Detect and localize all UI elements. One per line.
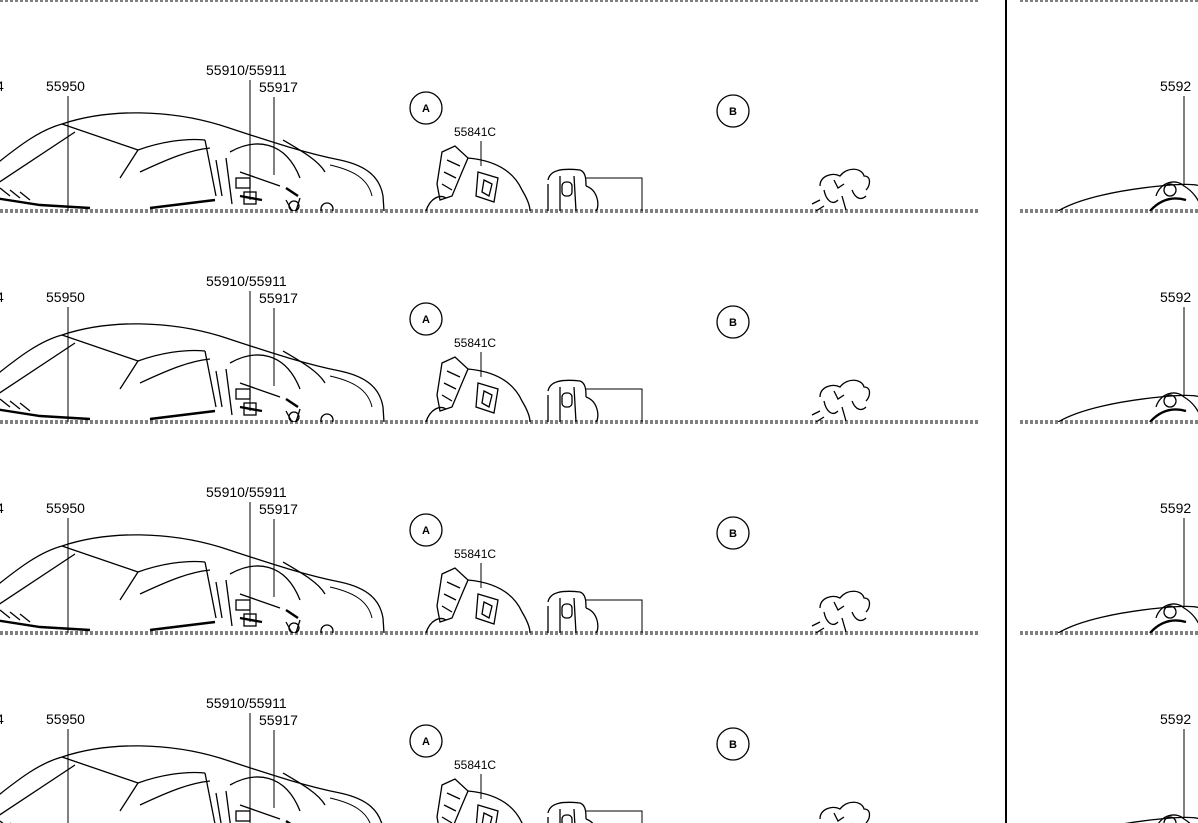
car-body-outline: [0, 323, 385, 422]
right-car-fragment: [1124, 814, 1198, 823]
part-label-right-fragment: 5592: [1160, 711, 1191, 727]
part-label-55950: 55950: [46, 500, 85, 516]
part-label-55917: 55917: [259, 501, 298, 517]
callout-a: A: [409, 724, 443, 758]
svg-text:B: B: [729, 106, 737, 118]
svg-text:A: A: [422, 525, 430, 537]
part-label-55910-55911: 55910/55911: [206, 695, 287, 711]
part-label-55950: 55950: [46, 78, 85, 94]
svg-text:B: B: [729, 528, 737, 540]
callout-a: A: [409, 513, 443, 547]
diagram-strip-repeat: 4 55950 55910/55911 55917: [0, 422, 1198, 633]
part-label-55910-55911: 55910/55911: [206, 273, 287, 289]
diagram-strip-repeat: 4 55950 55910/55911 55917: [0, 633, 1198, 823]
part-label-55841c: 55841C: [454, 336, 496, 350]
part-label-left-edge: 4: [0, 500, 4, 516]
part-label-55917: 55917: [259, 712, 298, 728]
callout-a: A: [409, 91, 443, 125]
right-car-fragment: [1057, 181, 1198, 211]
part-label-left-edge: 4: [0, 711, 4, 727]
callout-b: B: [716, 305, 750, 339]
diagram-strip: 4 55950 55910/55911 55917: [0, 422, 1198, 633]
callout-a: A: [409, 302, 443, 336]
part-label-55917: 55917: [259, 290, 298, 306]
right-car-fragment: [1057, 603, 1198, 633]
part-label-55841c: 55841C: [454, 547, 496, 561]
clip-a-drawing: [425, 567, 643, 633]
clip-b-drawing: [811, 590, 871, 633]
part-label-right-fragment: 5592: [1160, 500, 1191, 516]
svg-text:A: A: [422, 736, 430, 748]
part-label-55950: 55950: [46, 289, 85, 305]
diagram-strip: 4 55950 55910/55911 55917: [0, 211, 1198, 422]
part-label-55841c: 55841C: [454, 125, 496, 139]
part-label-55910-55911: 55910/55911: [206, 62, 287, 78]
car-body-outline: [0, 745, 383, 823]
diagram-strip-repeat: 4 55950 55910/55911 55917: [0, 211, 1198, 422]
clip-b-drawing: [811, 168, 871, 211]
car-body-outline: [0, 112, 385, 211]
svg-text:A: A: [422, 103, 430, 115]
part-label-55950: 55950: [46, 711, 85, 727]
callout-b: B: [716, 516, 750, 550]
callout-b: B: [716, 94, 750, 128]
part-label-right-fragment: 5592: [1160, 289, 1191, 305]
svg-text:B: B: [729, 739, 737, 751]
right-car-fragment: [1057, 392, 1198, 422]
svg-text:B: B: [729, 317, 737, 329]
diagram-strip: 4 55950 55910/55911 55917: [0, 633, 1198, 823]
callout-b: B: [716, 727, 750, 761]
car-body-outline: [0, 534, 385, 633]
part-label-left-edge: 4: [0, 289, 4, 305]
svg-text:A: A: [422, 314, 430, 326]
part-label-55917: 55917: [259, 79, 298, 95]
clip-a-drawing: [425, 356, 643, 422]
part-label-55910-55911: 55910/55911: [206, 484, 287, 500]
clip-b-drawing: [819, 801, 871, 823]
part-label-left-edge: 4: [0, 78, 4, 94]
clip-a-drawing: [436, 778, 643, 823]
part-label-55841c: 55841C: [454, 758, 496, 772]
diagram-strip: 4 55950 55910/55911 55917: [0, 0, 1198, 211]
clip-b-drawing: [811, 379, 871, 422]
clip-a-drawing: [425, 145, 643, 211]
part-label-right-fragment: 5592: [1160, 78, 1191, 94]
